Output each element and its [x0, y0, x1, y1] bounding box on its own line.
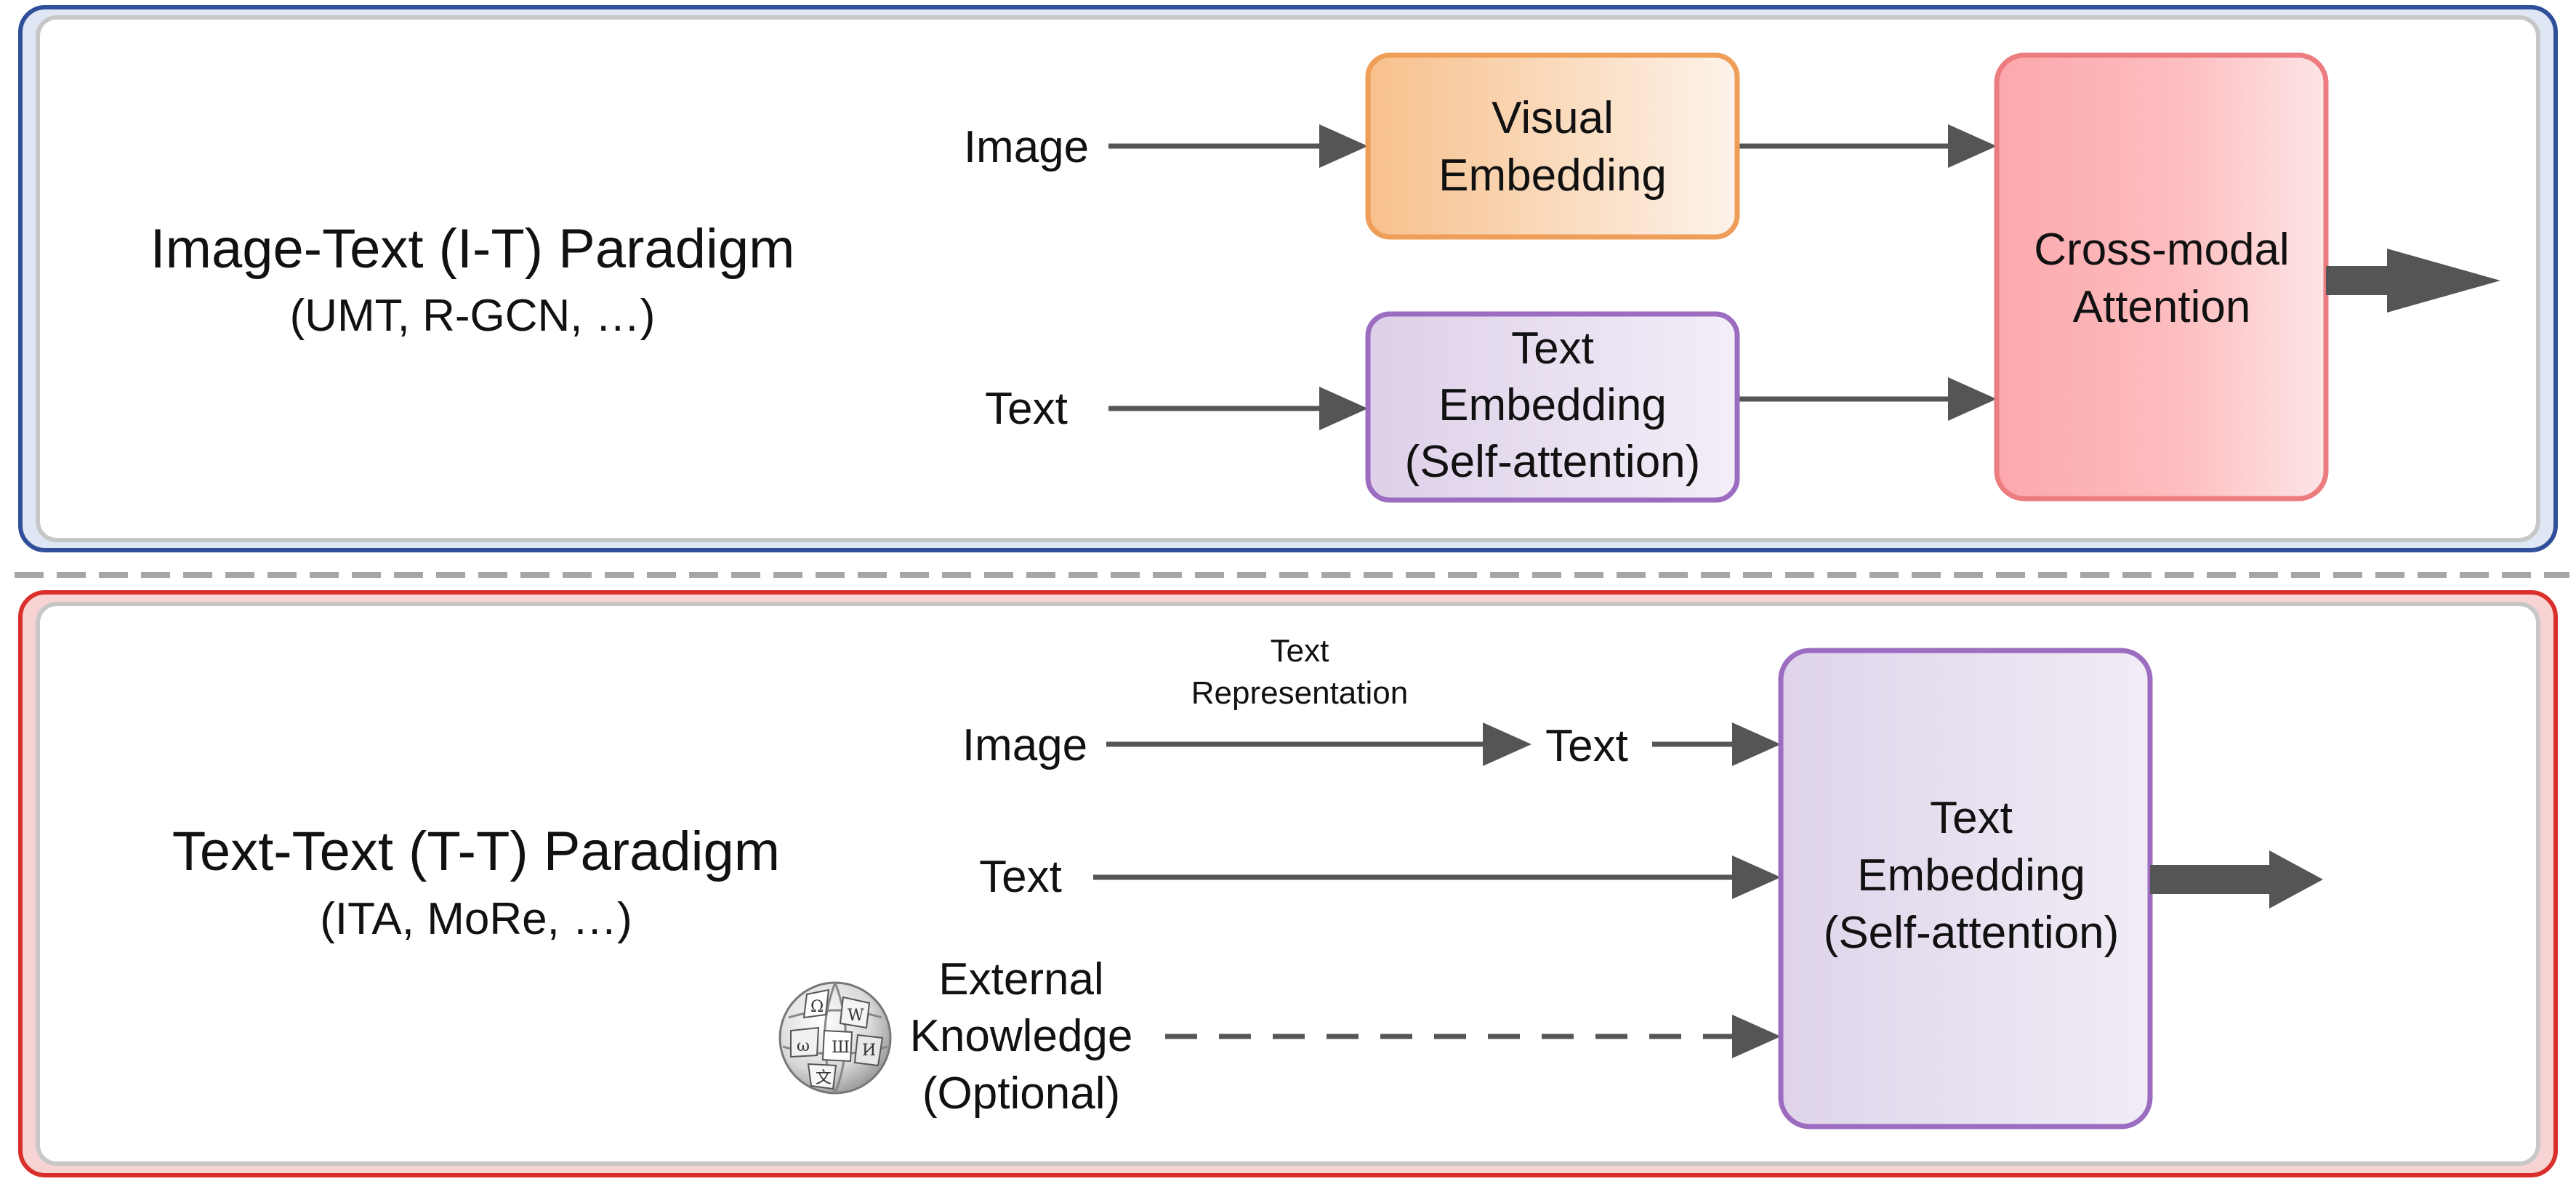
cross-modal-attention-line2: Attention: [2073, 282, 2251, 332]
tt-converted-text-label: Text: [1545, 721, 1628, 771]
svg-text:И: И: [862, 1042, 876, 1060]
svg-text:Ш: Ш: [832, 1039, 850, 1057]
tt-image-to-text-arrow: [1106, 722, 1531, 766]
tt-text-input-label: Text: [979, 852, 1062, 902]
tt-output-arrow: [2150, 850, 2323, 909]
it-text-embedding-line2: Embedding: [1438, 380, 1667, 430]
tt-text-to-embedding-arrow: [1093, 855, 1781, 899]
visual-embedding-line2: Embedding: [1438, 150, 1667, 201]
tt-knowledge-to-embedding-arrow: [1165, 1015, 1781, 1058]
it-image-input-label: Image: [964, 122, 1089, 172]
tt-image-input-label: Image: [962, 720, 1087, 770]
svg-text:W: W: [848, 1007, 864, 1025]
it-textemb-to-attention-arrow: [1737, 377, 1997, 421]
it-output-arrow: [2326, 249, 2500, 313]
visual-embedding-line1: Visual: [1492, 93, 1614, 143]
tt-converted-text-to-embedding-arrow: [1652, 722, 1781, 766]
it-text-input-label: Text: [985, 384, 1068, 434]
tt-text-embedding-line1: Text: [1930, 793, 2013, 843]
tt-representation-label-line2: Representation: [1191, 675, 1408, 711]
visual-embedding-box: Visual Embedding: [1365, 52, 1740, 240]
tt-text-embedding-line2: Embedding: [1857, 850, 2085, 901]
it-text-embedding-box: Text Embedding (Self-attention): [1365, 311, 1740, 503]
it-paradigm-title: Image-Text (I-T) Paradigm: [150, 218, 795, 280]
cross-modal-attention-line1: Cross-modal: [2034, 225, 2289, 275]
cross-modal-attention-box: Cross-modal Attention: [1994, 52, 2329, 502]
it-text-to-embedding-arrow: [1108, 387, 1368, 430]
it-image-to-visual-arrow: [1108, 124, 1368, 168]
tt-knowledge-line3: (Optional): [922, 1068, 1120, 1119]
tt-knowledge-line2: Knowledge: [910, 1011, 1133, 1061]
svg-text:文: 文: [816, 1069, 832, 1087]
it-text-embedding-line3: (Self-attention): [1405, 437, 1701, 487]
it-visual-to-attention-arrow: [1737, 124, 1997, 168]
tt-knowledge-line1: External: [938, 954, 1103, 1004]
tt-representation-label-line1: Text: [1271, 633, 1329, 669]
tt-text-embedding-line3: (Self-attention): [1824, 908, 2120, 958]
wikipedia-globe-icon: Ω W ω Ш И 文: [778, 981, 892, 1095]
tt-paradigm-title: Text-Text (T-T) Paradigm: [172, 821, 780, 882]
svg-text:Ω: Ω: [810, 998, 824, 1016]
it-paradigm-examples: (UMT, R-GCN, …): [290, 291, 656, 341]
tt-paradigm-examples: (ITA, MoRe, …): [320, 894, 632, 944]
it-text-embedding-line1: Text: [1511, 323, 1594, 374]
tt-text-embedding-box: Text Embedding (Self-attention): [1778, 648, 2153, 1129]
svg-text:ω: ω: [797, 1037, 810, 1055]
